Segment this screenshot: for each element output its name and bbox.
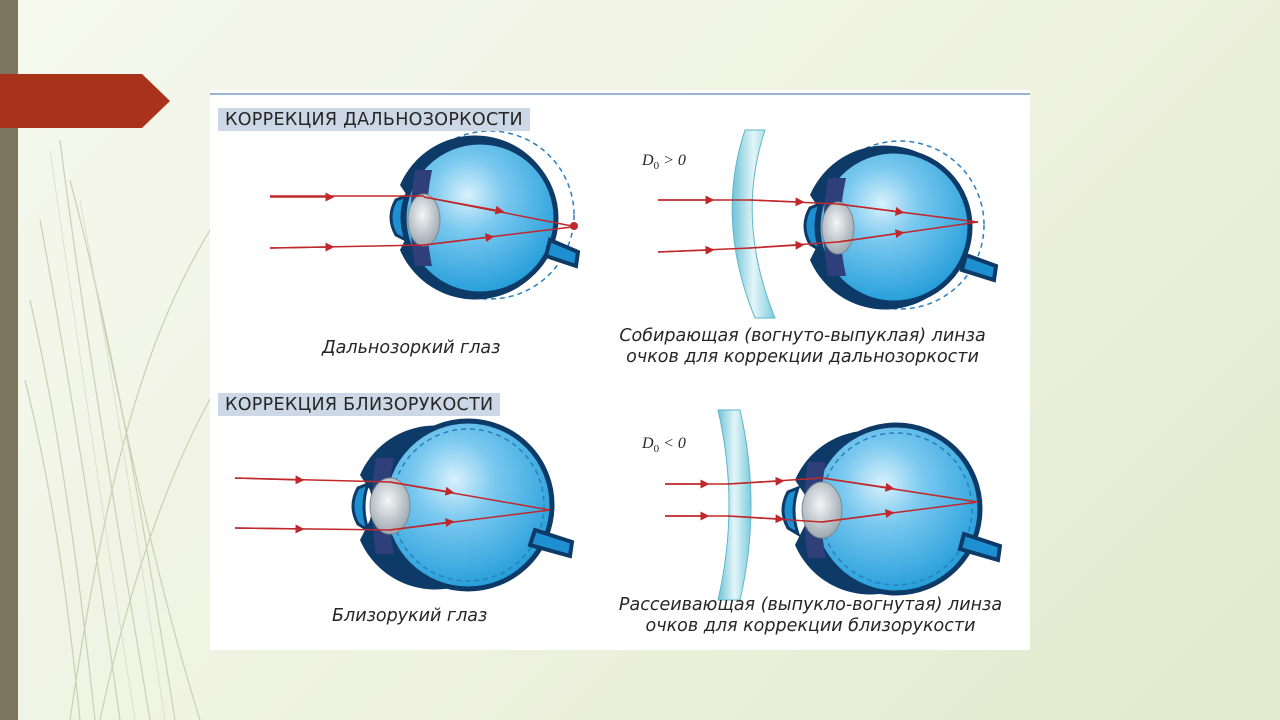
formula-relation: > 0 — [659, 152, 686, 169]
caption-line: очков для коррекции близорукости — [645, 616, 976, 636]
formula-subscript: 0 — [653, 443, 660, 456]
corrected-hyperopic-eye — [657, 140, 999, 310]
decorative-grass-lines — [24, 139, 216, 720]
formula-symbol: D — [642, 152, 654, 169]
formula-symbol: D — [642, 435, 654, 452]
diverging-lens — [717, 409, 752, 601]
formula-subscript: 0 — [653, 160, 660, 173]
hyperopic-eye — [269, 130, 581, 300]
caption-line: Собирающая (вогнуто-выпуклая) линза — [619, 326, 986, 346]
formula-relation: < 0 — [659, 435, 686, 452]
slide-arrow-tab — [0, 74, 170, 128]
myopic-eye — [234, 418, 575, 592]
eye-correction-diagram — [210, 93, 1030, 601]
slide-left-bar — [0, 0, 18, 720]
diagram-panel: КОРРЕКЦИЯ ДАЛЬНОЗОРКОСТИ КОРРЕКЦИЯ БЛИЗО… — [210, 90, 1030, 650]
converging-lens-caption: Собирающая (вогнуто-выпуклая) линза очко… — [570, 326, 1030, 368]
hyperopia-optical-power-formula: D0 > 0 — [642, 152, 686, 172]
caption-line: Рассеивающая (выпукло-вогнутая) линза — [618, 595, 1003, 615]
diverging-lens-caption: Рассеивающая (выпукло-вогнутая) линза оч… — [578, 595, 1030, 637]
myopic-eye-caption: Близорукий глаз — [332, 606, 488, 626]
corrected-myopic-eye — [665, 422, 1003, 596]
converging-lens — [731, 129, 776, 319]
myopia-section-title: КОРРЕКЦИЯ БЛИЗОРУКОСТИ — [218, 393, 501, 416]
hyperopia-section-title: КОРРЕКЦИЯ ДАЛЬНОЗОРКОСТИ — [218, 108, 530, 131]
caption-line: очков для коррекции дальнозоркости — [626, 347, 979, 367]
hyperopic-eye-caption: Дальнозоркий глаз — [322, 338, 501, 358]
myopia-optical-power-formula: D0 < 0 — [642, 435, 686, 455]
